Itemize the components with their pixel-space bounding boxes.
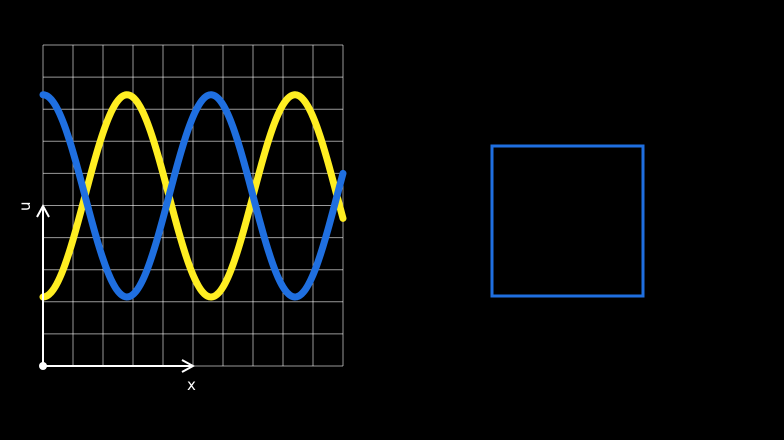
y-axis-label: u <box>16 201 34 211</box>
axes: x u <box>16 201 196 394</box>
origin-dot <box>39 362 47 370</box>
blue-wave-line <box>39 91 347 301</box>
wave-series <box>39 91 347 301</box>
y-axis-arrowhead <box>36 203 50 218</box>
yellow-wave-line <box>39 91 347 301</box>
blue-square-box <box>490 144 645 298</box>
x-axis-arrowhead <box>181 359 196 373</box>
x-axis-label: x <box>187 376 196 394</box>
